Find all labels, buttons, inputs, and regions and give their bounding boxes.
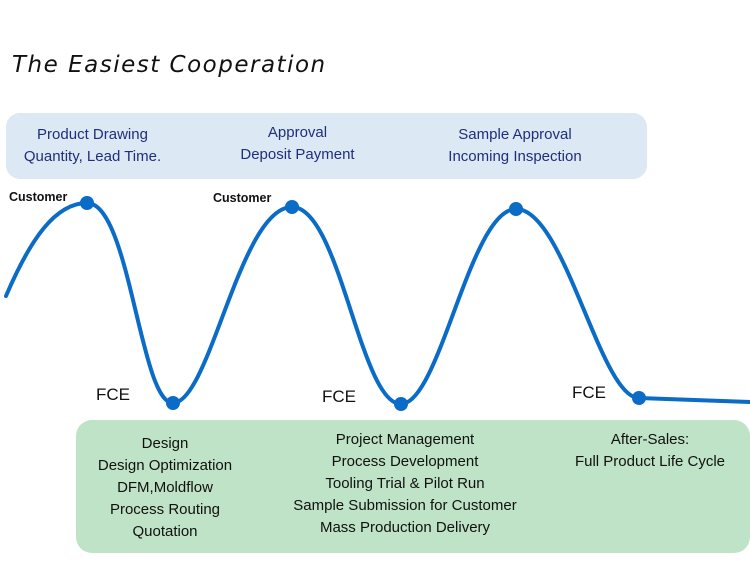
customer-step-1-line: Quantity, Lead Time. xyxy=(23,148,162,165)
customer-step-3: Sample Approval Incoming Inspection xyxy=(425,124,605,168)
fce-step-2-line: Mass Production Delivery xyxy=(319,519,491,536)
fce-node xyxy=(166,396,180,410)
fce-node xyxy=(394,397,408,411)
fce-step-2-line: Project Management xyxy=(335,431,475,448)
fce-step-1-line: Design Optimization xyxy=(97,457,233,474)
fce-step-2-line: Sample Submission for Customer xyxy=(293,497,517,514)
fce-steps-band xyxy=(76,420,750,553)
customer-label: Customer xyxy=(9,190,68,204)
fce-label: FCE xyxy=(572,383,606,402)
fce-step-2-line: Tooling Trial & Pilot Run xyxy=(325,475,485,492)
fce-step-1-line: Process Routing xyxy=(109,501,221,518)
fce-step-3-line: After-Sales: xyxy=(610,431,690,448)
fce-node xyxy=(632,391,646,405)
fce-step-2: Project Management Process Development T… xyxy=(275,429,535,539)
fce-step-2-line: Process Development xyxy=(331,453,479,470)
fce-step-1: Design Design Optimization DFM,Moldflow … xyxy=(80,433,250,543)
customer-label: Customer xyxy=(213,191,272,205)
customer-step-1: Product Drawing Quantity, Lead Time. xyxy=(10,124,175,168)
fce-label: FCE xyxy=(322,387,356,406)
customer-step-1-line: Product Drawing xyxy=(37,126,148,143)
fce-step-3-line: Full Product Life Cycle xyxy=(574,453,726,470)
customer-step-2: Approval Deposit Payment xyxy=(215,122,380,166)
fce-label: FCE xyxy=(96,385,130,404)
fce-step-3: After-Sales: Full Product Life Cycle xyxy=(560,429,740,473)
diagram-title: The Easiest Cooperation xyxy=(12,52,327,78)
customer-node xyxy=(80,196,94,210)
customer-node xyxy=(285,200,299,214)
customer-steps-band xyxy=(6,113,647,179)
fce-step-1-line: Quotation xyxy=(132,523,198,540)
customer-step-2-line: Approval xyxy=(267,124,328,141)
customer-step-3-line: Incoming Inspection xyxy=(448,148,582,165)
fce-step-1-line: Design xyxy=(141,435,189,452)
customer-node xyxy=(509,202,523,216)
wave-line xyxy=(4,200,750,407)
customer-step-3-line: Sample Approval xyxy=(458,126,572,143)
customer-step-2-line: Deposit Payment xyxy=(240,146,355,163)
fce-step-1-line: DFM,Moldflow xyxy=(117,479,213,496)
